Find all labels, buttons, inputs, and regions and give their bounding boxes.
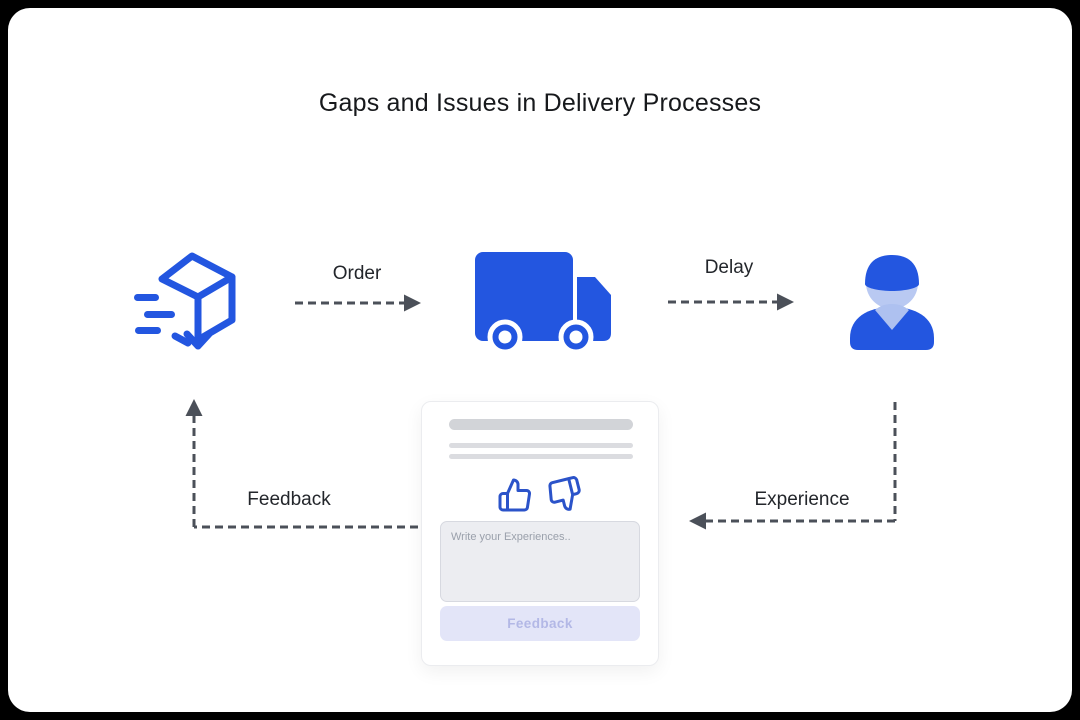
- fast-package-icon: [128, 248, 244, 365]
- skeleton-text-line: [449, 454, 633, 459]
- feedback-label: Feedback: [247, 489, 331, 510]
- thumbs-up-icon[interactable]: [497, 476, 534, 513]
- experience-label: Experience: [754, 489, 850, 510]
- delivery-truck-icon: [474, 250, 612, 363]
- diagram-title: Gaps and Issues in Delivery Processes: [318, 89, 762, 117]
- feedback-card: Feedback: [421, 401, 659, 666]
- delay-label: Delay: [704, 257, 754, 278]
- experience-textarea[interactable]: [440, 521, 640, 602]
- rating-row: [422, 475, 658, 513]
- person-icon: [842, 250, 942, 355]
- feedback-submit-button[interactable]: Feedback: [440, 606, 640, 641]
- order-label: Order: [332, 263, 382, 284]
- skeleton-title-bar: [449, 419, 633, 430]
- skeleton-text-line: [449, 443, 633, 448]
- thumbs-down-icon[interactable]: [547, 475, 584, 513]
